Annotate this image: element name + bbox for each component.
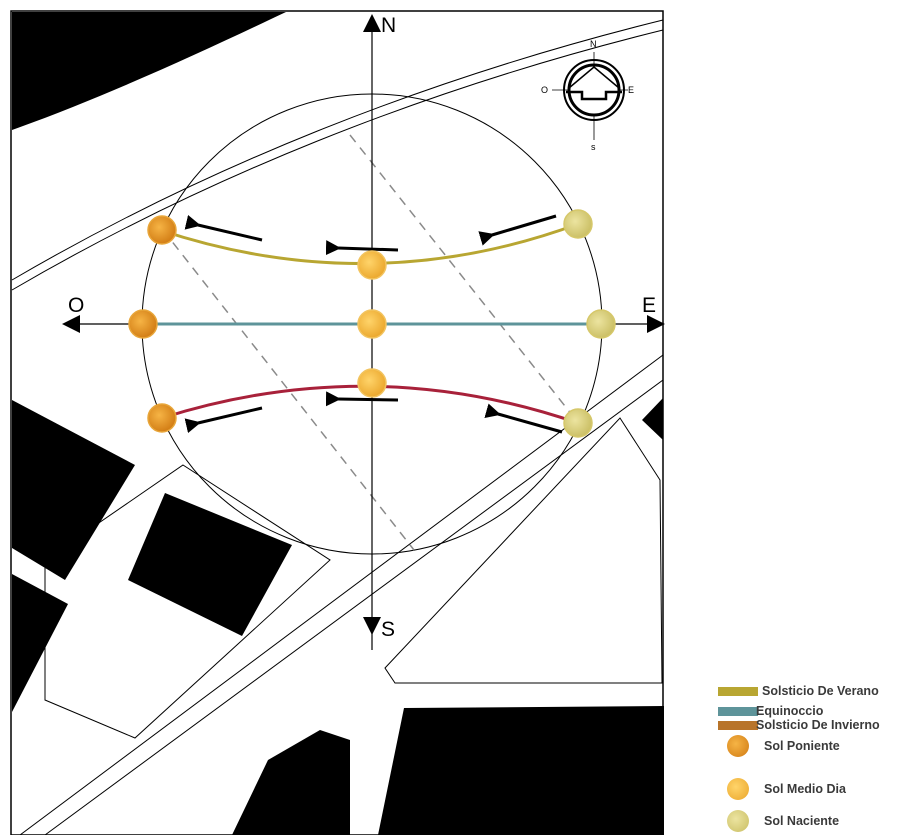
arrow-summer-east <box>478 214 557 246</box>
building-northwest <box>12 12 286 130</box>
legend-sun-medio-dia-label: Sol Medio Dia <box>764 782 846 796</box>
rose-outer-ring <box>563 59 625 121</box>
legend-winter-swatch <box>718 720 758 730</box>
legend-sun-naciente-icon <box>727 810 749 832</box>
east-arrow <box>647 315 665 333</box>
east-label: E <box>642 294 656 317</box>
south-arrow <box>363 617 381 635</box>
diagonal-road-edge-1 <box>19 354 664 835</box>
building-east <box>642 398 663 440</box>
legend-sun-poniente-icon <box>727 735 749 757</box>
legend-equinox: Equinoccio <box>718 704 823 718</box>
sun-medio-dia-winter <box>357 368 387 398</box>
sun-naciente-equinox <box>586 309 616 339</box>
sun-medio-dia-summer <box>357 250 387 280</box>
north-label: N <box>381 14 396 37</box>
rose-needle-base <box>566 90 622 101</box>
sun-naciente-winter <box>563 408 593 438</box>
arrow-winter-west <box>184 406 263 434</box>
legend-sun-medio-dia: Sol Medio Dia <box>718 778 846 800</box>
rose-north-label: N <box>590 39 597 49</box>
rose-south-label: s <box>591 142 596 152</box>
legend-sun-naciente-label: Sol Naciente <box>764 814 840 828</box>
site-frame <box>10 10 664 835</box>
legend-equinox-swatch <box>718 706 758 716</box>
west-label: O <box>68 294 84 317</box>
suns <box>128 209 616 438</box>
dashed-line-east <box>349 134 581 426</box>
compass-rose: N s O E <box>541 39 634 152</box>
building-south-west <box>232 730 350 835</box>
west-arrow <box>62 315 80 333</box>
north-arrow <box>363 14 381 32</box>
sun-poniente-equinox <box>128 309 158 339</box>
arrow-summer-noon <box>325 240 399 256</box>
building-west <box>12 400 135 580</box>
legend: Solsticio De Verano Equinoccio Solsticio… <box>718 684 916 835</box>
legend-summer-label: Solsticio De Verano <box>762 684 879 698</box>
legend-sun-poniente: Sol Poniente <box>718 735 840 757</box>
arrow-summer-west <box>184 214 263 242</box>
rose-east-label: E <box>628 85 634 95</box>
legend-summer-solstice: Solsticio De Verano <box>718 684 879 698</box>
arrow-winter-noon <box>325 391 399 407</box>
sun-naciente-summer <box>563 209 593 239</box>
street-lines <box>11 19 664 835</box>
buildings <box>12 12 664 835</box>
rose-west-label: O <box>541 85 548 95</box>
building-south <box>378 706 664 835</box>
legend-winter-label: Solsticio De Invierno <box>756 718 880 732</box>
legend-sun-naciente: Sol Naciente <box>718 810 839 832</box>
building-southwest <box>12 574 68 712</box>
south-label: S <box>381 618 395 641</box>
northern-road-edge-1 <box>11 19 664 281</box>
sun-movement-arrows <box>184 214 563 434</box>
sun-poniente-summer <box>147 215 177 245</box>
legend-winter-solstice: Solsticio De Invierno <box>718 718 880 732</box>
legend-summer-swatch <box>718 686 758 696</box>
legend-sun-medio-dia-icon <box>727 778 749 800</box>
arrow-winter-east <box>484 403 563 434</box>
rose-inner-ring <box>567 63 621 117</box>
legend-sun-poniente-label: Sol Poniente <box>764 739 840 753</box>
legend-equinox-label: Equinoccio <box>756 704 824 718</box>
sun-poniente-winter <box>147 403 177 433</box>
rose-needle-top <box>568 66 620 89</box>
lot-southeast <box>384 417 663 684</box>
sun-medio-dia-equinox <box>357 309 387 339</box>
building-central <box>128 493 292 636</box>
northern-road-edge-2 <box>11 29 664 291</box>
